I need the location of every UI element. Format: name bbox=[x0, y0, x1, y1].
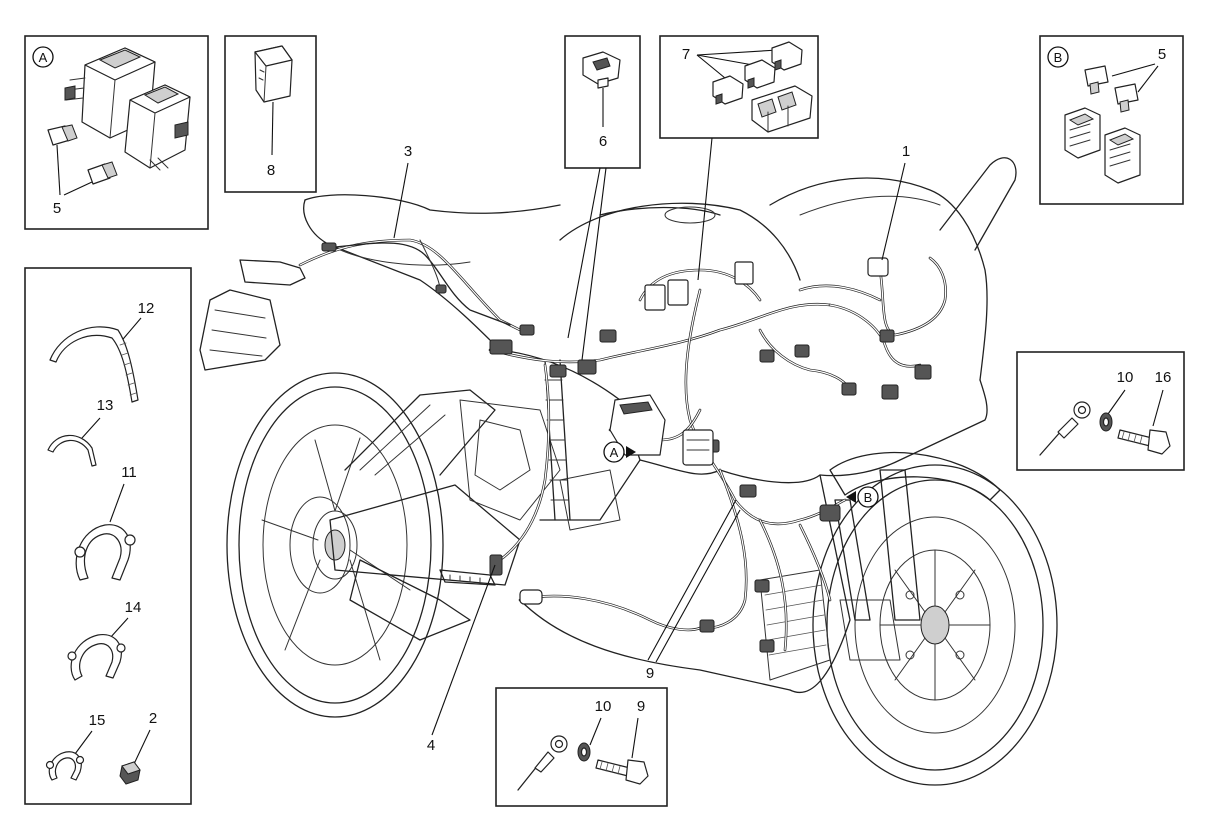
callout-7: 7 bbox=[682, 46, 690, 63]
swingarm bbox=[329, 389, 521, 641]
harness-connectors bbox=[489, 257, 932, 653]
grommet-2 bbox=[119, 761, 141, 785]
callout-5-box-b: 5 bbox=[1158, 46, 1166, 63]
front-wheel bbox=[812, 464, 1058, 786]
band-clip-11 bbox=[74, 524, 136, 581]
callout-13: 13 bbox=[97, 397, 114, 414]
bodywork bbox=[199, 157, 1017, 694]
bike-marker-a: A bbox=[603, 441, 636, 463]
detail-b-badge: B bbox=[1047, 46, 1069, 68]
fuse-b-1 bbox=[1084, 65, 1109, 95]
callout-2: 2 bbox=[149, 710, 157, 727]
bike-marker-b-letter: B bbox=[864, 490, 873, 505]
wiring-harness bbox=[298, 238, 947, 652]
callout-12: 12 bbox=[138, 300, 155, 317]
detail-box-bolt-right: 10 16 bbox=[1016, 351, 1185, 471]
relay-7-b bbox=[744, 59, 776, 89]
callout-15: 15 bbox=[89, 712, 106, 729]
relay-base-7 bbox=[751, 85, 813, 133]
ring-terminal-right bbox=[1039, 401, 1091, 456]
detail-box-a: A 5 bbox=[24, 35, 209, 230]
detail-b-letter: B bbox=[1054, 50, 1063, 65]
callout-9-lead: 9 bbox=[646, 665, 654, 682]
bolt-9 bbox=[595, 759, 649, 785]
band-clip-14 bbox=[67, 634, 126, 681]
fuse-holder-small bbox=[124, 84, 191, 171]
callout-3: 3 bbox=[404, 143, 412, 160]
fuse-holder-b-1 bbox=[1064, 107, 1101, 159]
detail-box-6: 6 bbox=[564, 35, 641, 169]
callout-10-bottom: 10 bbox=[595, 698, 612, 715]
callout-10-right: 10 bbox=[1117, 369, 1134, 386]
connector-part-6 bbox=[582, 51, 621, 89]
callout-8: 8 bbox=[267, 162, 275, 179]
washer-10-bottom bbox=[577, 742, 591, 762]
callout-9-box: 9 bbox=[637, 698, 645, 715]
detail-box-7: 7 bbox=[659, 35, 819, 139]
detail-box-clips: 12 13 11 14 15 bbox=[24, 267, 192, 805]
callout-11: 11 bbox=[121, 464, 137, 481]
fuse-a-1 bbox=[47, 124, 78, 146]
detail-box-bolt-bottom: 10 9 bbox=[495, 687, 668, 807]
callout-16: 16 bbox=[1155, 369, 1172, 386]
detail-box-b: B 5 bbox=[1039, 35, 1184, 205]
ring-terminal-bottom bbox=[517, 735, 568, 791]
rear-wheel bbox=[226, 372, 444, 718]
motorcycle-illustration bbox=[199, 157, 1058, 786]
bike-marker-b: B bbox=[846, 486, 879, 508]
relay-7-a bbox=[712, 75, 744, 105]
callout-1: 1 bbox=[902, 143, 910, 160]
washer-10-right bbox=[1099, 412, 1113, 432]
detail-a-letter: A bbox=[39, 50, 48, 65]
bolt-16 bbox=[1117, 429, 1171, 455]
main-callouts: 3 1 4 9 A B bbox=[393, 137, 910, 754]
relay-part-8 bbox=[254, 45, 293, 103]
clip-13 bbox=[47, 434, 97, 467]
detail-box-8: 8 bbox=[224, 35, 317, 193]
callout-5-box-a: 5 bbox=[53, 200, 61, 217]
small-clip-15 bbox=[45, 751, 85, 781]
callout-6: 6 bbox=[599, 133, 607, 150]
bike-marker-a-letter: A bbox=[610, 445, 619, 460]
detail-a-badge: A bbox=[32, 46, 54, 68]
callout-14: 14 bbox=[125, 599, 142, 616]
cable-strap-12 bbox=[49, 326, 139, 403]
callout-4: 4 bbox=[427, 737, 435, 754]
fuse-b-2 bbox=[1114, 83, 1139, 113]
relay-7-c bbox=[771, 41, 803, 71]
fuse-holder-b-2 bbox=[1104, 127, 1141, 184]
fuse-a-2 bbox=[87, 161, 118, 185]
tail-wiring bbox=[321, 239, 511, 326]
